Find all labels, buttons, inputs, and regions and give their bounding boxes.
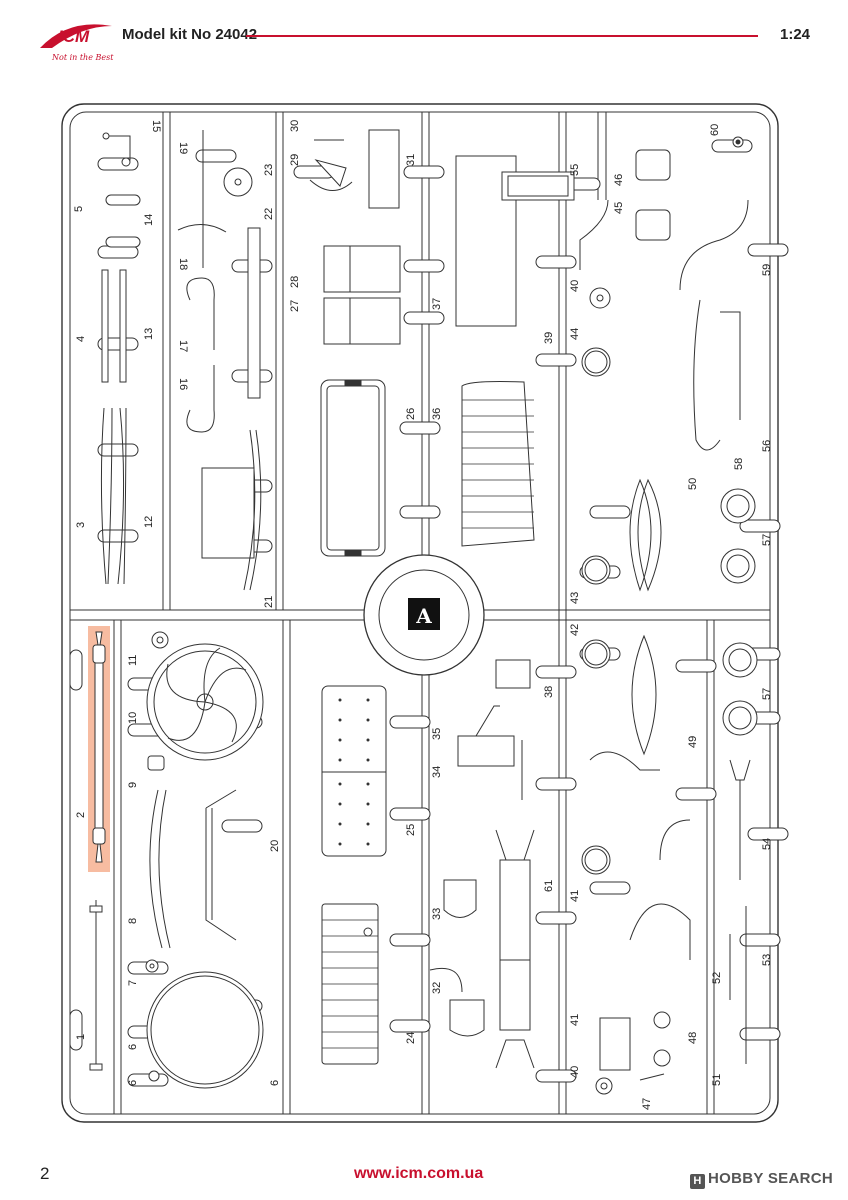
part-label: 41 [569, 1014, 581, 1026]
part-label: 45 [613, 202, 625, 214]
part-label: 61 [543, 880, 555, 892]
part-label: 16 [177, 378, 189, 390]
parts-column-3 [309, 129, 401, 557]
header-rule [246, 35, 758, 37]
part-label: 60 [709, 124, 721, 136]
part-label: 21 [263, 596, 275, 608]
part-label: 6 [127, 1080, 139, 1086]
parts-lower-left [89, 631, 264, 1089]
part-label: 12 [143, 516, 155, 528]
part-label: 46 [613, 174, 625, 186]
part-label: 20 [269, 840, 281, 852]
part-label: 27 [289, 300, 301, 312]
parts-column-5 [579, 136, 756, 592]
part-label: 4 [75, 336, 87, 342]
part-label: 40 [569, 280, 581, 292]
part-label: 49 [687, 736, 699, 748]
part-label: 22 [263, 208, 275, 220]
part-label: 57 [761, 688, 773, 700]
part-label: 3 [75, 522, 87, 528]
part-label: 29 [289, 154, 301, 166]
part-label: 38 [543, 686, 555, 698]
part-label: 47 [641, 1098, 653, 1110]
parts-column-2 [177, 130, 262, 591]
part-label: 43 [569, 592, 581, 604]
logo-tagline: Not in the Best [52, 53, 114, 62]
part-label: 41 [569, 890, 581, 902]
part-label: 17 [177, 340, 189, 352]
parts-lower-middle [321, 685, 387, 1065]
part-label: 24 [405, 1032, 417, 1044]
part-label: 44 [569, 328, 581, 340]
part-label: 48 [687, 1032, 699, 1044]
part-label: 59 [761, 264, 773, 276]
part-label: 28 [289, 276, 301, 288]
part-label: 35 [431, 728, 443, 740]
part-label: 8 [127, 918, 139, 924]
parts-lower-right [581, 634, 758, 1095]
part-label: 30 [289, 120, 301, 132]
parts-column-4 [455, 155, 575, 547]
sprue-letter-box [408, 598, 440, 630]
part-label: 19 [177, 142, 189, 154]
part-label: 36 [431, 408, 443, 420]
svg-text:ICM: ICM [58, 27, 90, 46]
part-label: 5 [73, 206, 85, 212]
part-label: 40 [569, 1066, 581, 1078]
icm-logo: ICM Not in the Best [38, 18, 118, 66]
part-label: 11 [127, 655, 139, 666]
parts-column-1 [100, 132, 141, 585]
part-label: 56 [761, 440, 773, 452]
part-label: 13 [143, 328, 155, 340]
watermark-text: HOBBY SEARCH [708, 1170, 834, 1187]
part-label: 7 [127, 980, 139, 986]
part-label: 53 [761, 954, 773, 966]
sprue-letter: A [415, 604, 432, 628]
part-label: 58 [733, 458, 745, 470]
part-label: 34 [431, 766, 443, 778]
part-label: 31 [405, 154, 417, 166]
part-label: 55 [569, 164, 581, 176]
part-label: 42 [569, 624, 581, 636]
part-label: 14 [143, 214, 155, 226]
parts-lower-center [429, 659, 535, 1069]
sprue-frame-outer [61, 103, 779, 1123]
part-2-rod [92, 631, 106, 863]
page-number: 2 [40, 1164, 50, 1183]
part-label: 51 [711, 1074, 723, 1086]
part-label: 39 [543, 332, 555, 344]
website-link[interactable]: www.icm.com.ua [354, 1165, 484, 1182]
part-label: 18 [177, 258, 189, 270]
part-label: 25 [405, 824, 417, 836]
part-label: 32 [431, 982, 443, 994]
kit-title: Model kit No 24042 [122, 26, 258, 43]
page-header: ICM Not in the Best Model kit No 24042 1… [0, 0, 848, 70]
part-label: 23 [263, 164, 275, 176]
part-label: 50 [687, 478, 699, 490]
part-label: 33 [431, 908, 443, 920]
part-label: 6 [127, 1044, 139, 1050]
icm-logo-mark: ICM [40, 24, 112, 48]
part-label: 57 [761, 534, 773, 546]
part-label: 6 [269, 1080, 281, 1086]
part-label: 26 [405, 408, 417, 420]
part-label: 37 [431, 298, 443, 310]
part-label: 52 [711, 972, 723, 984]
part-label: 10 [127, 712, 139, 724]
hobby-search-badge-icon: H [690, 1174, 705, 1189]
part-label: 2 [75, 812, 87, 818]
sprue-frame-inner [69, 111, 771, 1115]
part-label: 15 [150, 120, 162, 132]
part-label: 1 [75, 1034, 87, 1040]
part-label: 54 [761, 838, 773, 850]
part-label: 9 [127, 782, 139, 788]
scale-label: 1:24 [780, 26, 811, 43]
part-number-labels: 15 5 14 4 13 3 12 19 18 17 16 23 22 21 3… [73, 120, 773, 1110]
